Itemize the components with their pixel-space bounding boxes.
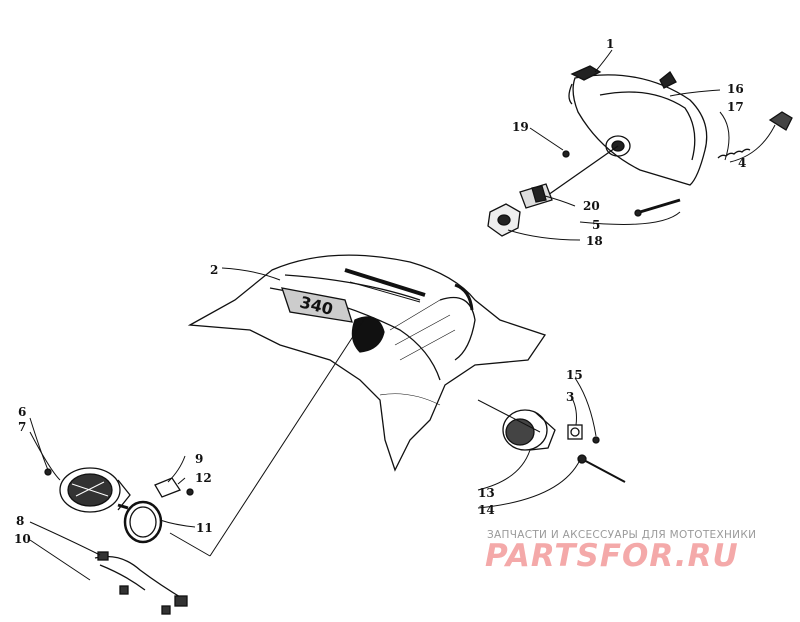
taillight-washer — [567, 424, 583, 440]
callout-10: 10 — [14, 532, 31, 546]
leader-lines — [29, 49, 776, 581]
callout-8: 8 — [16, 514, 24, 528]
callout-13: 13 — [478, 486, 495, 500]
callout-15: 15 — [566, 368, 583, 382]
speedometer-gauge — [59, 467, 121, 513]
wiring-harness — [94, 551, 188, 615]
callout-9: 9 — [195, 452, 203, 466]
taillight-assembly — [502, 409, 626, 483]
callout-4: 4 — [738, 156, 746, 170]
dash-decal-panel — [281, 287, 353, 323]
callout-1: 1 — [606, 37, 614, 51]
callout-19: 19 — [512, 120, 529, 134]
taillight-housing — [502, 409, 548, 451]
callout-11: 11 — [196, 521, 213, 535]
callout-7: 7 — [18, 420, 26, 434]
headlight-bulb-socket — [605, 135, 631, 157]
dash-panel-outline — [187, 254, 547, 472]
headlight-assembly — [487, 65, 793, 237]
gauge-bracket — [154, 477, 181, 498]
callout-14: 14 — [478, 503, 495, 517]
callout-5: 5 — [592, 218, 600, 232]
callout-20: 20 — [583, 199, 600, 213]
callout-6: 6 — [18, 405, 26, 419]
hood-dash-panel — [187, 254, 547, 472]
watermark-brand: PARTSFOR.RU — [485, 538, 739, 574]
adjusting-screw — [639, 198, 681, 214]
adjuster-spring — [717, 148, 751, 159]
callout-12: 12 — [195, 471, 212, 485]
callout-numbers: 1 2 3 4 5 6 7 8 9 10 11 12 13 14 15 16 1… — [14, 37, 746, 546]
callout-17: 17 — [727, 100, 744, 114]
watermark-tagline: ЗАПЧАСТИ И АКСЕССУАРЫ ДЛЯ МОТОТЕХНИКИ — [487, 529, 757, 541]
callout-2: 2 — [210, 263, 218, 277]
wire-clip — [768, 111, 793, 131]
callout-3: 3 — [566, 390, 574, 404]
gauge-bezel-ring — [123, 500, 163, 544]
taillight-socket-wire — [579, 457, 626, 483]
callout-16: 16 — [727, 82, 744, 96]
callout-18: 18 — [586, 234, 603, 248]
gauge-opening — [351, 316, 385, 353]
headlight-housing — [572, 74, 708, 186]
headlight-bracket — [570, 65, 602, 81]
gauge-assembly — [44, 467, 194, 544]
